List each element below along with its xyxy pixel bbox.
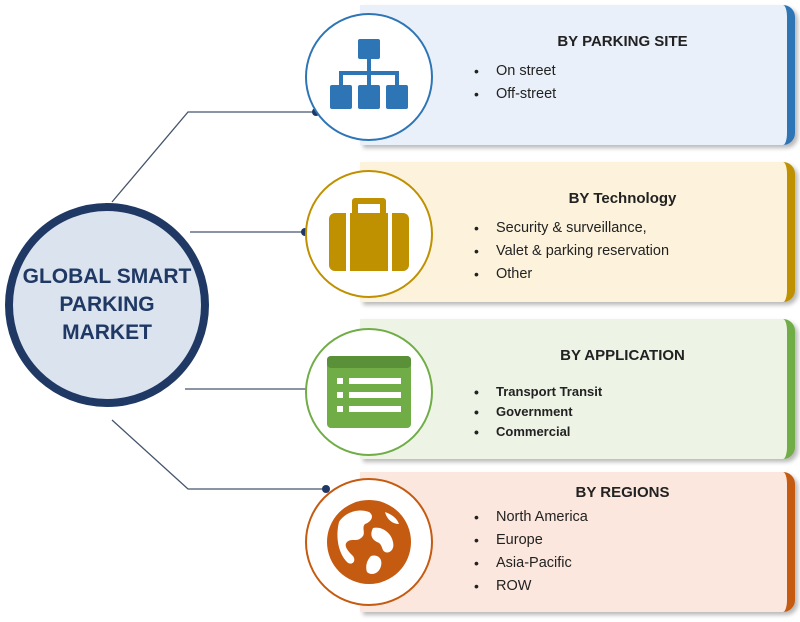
sitemap-icon — [330, 39, 408, 109]
segment-item-list: Security & surveillance, Valet & parking… — [474, 217, 669, 286]
globe-icon — [327, 500, 411, 584]
segment-item: North America — [474, 506, 588, 529]
sitemap-badge — [305, 13, 433, 141]
segment-item-list: On street Off-street — [474, 60, 556, 106]
list-document-icon — [327, 356, 411, 428]
segment-item: Asia-Pacific — [474, 552, 588, 575]
segment-item: Europe — [474, 529, 588, 552]
market-hub-circle: GLOBAL SMART PARKING MARKET — [5, 203, 209, 407]
segment-title: BY PARKING SITE — [557, 33, 688, 50]
segment-item: Commercial — [474, 422, 602, 442]
segment-item: Other — [474, 263, 669, 286]
segment-title: BY REGIONS — [575, 484, 670, 501]
briefcase-badge — [305, 170, 433, 298]
list-document-badge — [305, 328, 433, 456]
segment-item: Valet & parking reservation — [474, 240, 669, 263]
segment-item: Government — [474, 402, 602, 422]
segment-item: Transport Transit — [474, 382, 602, 402]
segment-item: Off-street — [474, 83, 556, 106]
segment-title: BY Technology — [568, 190, 677, 207]
segment-item: On street — [474, 60, 556, 83]
connector-dot-regions — [322, 485, 330, 493]
segment-item: Security & surveillance, — [474, 217, 669, 240]
segment-panel-regions: BY REGIONS North America Europe Asia-Pac… — [360, 472, 795, 612]
globe-badge — [305, 478, 433, 606]
segment-title: BY APPLICATION — [560, 347, 685, 364]
briefcase-icon — [329, 198, 409, 271]
segment-item-list: North America Europe Asia-Pacific ROW — [474, 506, 588, 598]
hub-title: GLOBAL SMART PARKING MARKET — [22, 265, 192, 344]
connector-parking-site — [111, 111, 316, 203]
connector-regions — [111, 419, 326, 490]
segment-item: ROW — [474, 575, 588, 598]
segment-item-list: Transport Transit Government Commercial — [474, 382, 602, 442]
